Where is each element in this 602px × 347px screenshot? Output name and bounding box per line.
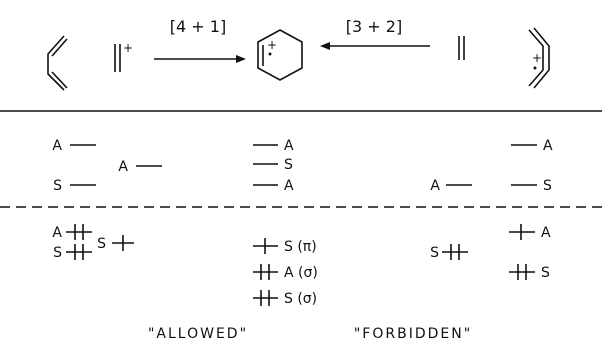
- orbital-level: A: [430, 178, 472, 194]
- symmetry-label: S: [53, 178, 62, 194]
- symmetry-label: A: [118, 159, 128, 175]
- symmetry-label: S: [541, 265, 550, 281]
- levels-column-ethylene: A S: [430, 178, 472, 261]
- symmetry-label: S: [53, 245, 62, 261]
- levels-column-butadiene: A S A S: [52, 138, 96, 261]
- orbital-level: S: [253, 157, 293, 173]
- orbital-level: A: [52, 224, 92, 241]
- orbital-level: S: [509, 264, 550, 281]
- caption-forbidden: "FORBIDDEN": [354, 326, 472, 342]
- orbital-level: S: [53, 178, 96, 194]
- symmetry-label: A: [430, 178, 440, 194]
- symmetry-label: A: [541, 225, 551, 241]
- orbital-level: A: [253, 178, 294, 194]
- plus-sign: +: [267, 38, 277, 52]
- orbital-level: S: [53, 244, 92, 261]
- reaction-label-4-1: [4 + 1]: [170, 17, 226, 36]
- reaction-arrow-3-2: [3 + 2]: [320, 17, 430, 50]
- caption-allowed: "ALLOWED": [148, 326, 248, 342]
- butadiene-structure: [47, 35, 68, 91]
- symmetry-label: S (π): [284, 239, 317, 255]
- symmetry-label: A: [543, 138, 553, 154]
- levels-column-product: A S A S (π) A (σ) S (σ): [253, 138, 318, 307]
- orbital-level: A: [253, 138, 294, 154]
- cyclohexene-cation-structure: +: [257, 29, 303, 81]
- symmetry-label: S (σ): [284, 291, 317, 307]
- symmetry-label: A: [52, 138, 62, 154]
- levels-column-allyl-cation: A S A S: [509, 138, 553, 281]
- orbital-level: A: [118, 159, 162, 175]
- symmetry-label: A (σ): [284, 265, 318, 281]
- ethylene-cation-structure: +: [114, 41, 133, 72]
- symmetry-label: S: [543, 178, 552, 194]
- symmetry-label: A: [284, 138, 294, 154]
- orbital-level: A: [511, 138, 553, 154]
- orbital-level: A (σ): [253, 264, 318, 281]
- symmetry-label: S: [430, 245, 439, 261]
- plus-sign: +: [123, 41, 133, 55]
- orbital-level: A: [52, 138, 96, 154]
- allyl-cation-structure: +: [528, 27, 550, 89]
- reaction-label-3-2: [3 + 2]: [346, 17, 402, 36]
- orbital-level: S (π): [253, 238, 317, 255]
- orbital-level: S: [511, 178, 552, 194]
- levels-column-ethylene-cation: A S: [97, 159, 162, 252]
- orbital-level: S: [430, 244, 468, 261]
- orbital-level: A: [509, 224, 551, 241]
- symmetry-label: S: [97, 236, 106, 252]
- orbital-level: S (σ): [253, 290, 317, 307]
- ethylene-structure: [458, 36, 465, 60]
- symmetry-label: S: [284, 157, 293, 173]
- symmetry-label: A: [52, 225, 62, 241]
- plus-sign: +: [532, 51, 542, 65]
- symmetry-label: A: [284, 178, 294, 194]
- orbital-level: S: [97, 235, 134, 252]
- reaction-arrow-4-1: [4 + 1]: [154, 17, 246, 63]
- reaction-scheme: + [4 + 1] + [3 + 2]: [47, 17, 550, 91]
